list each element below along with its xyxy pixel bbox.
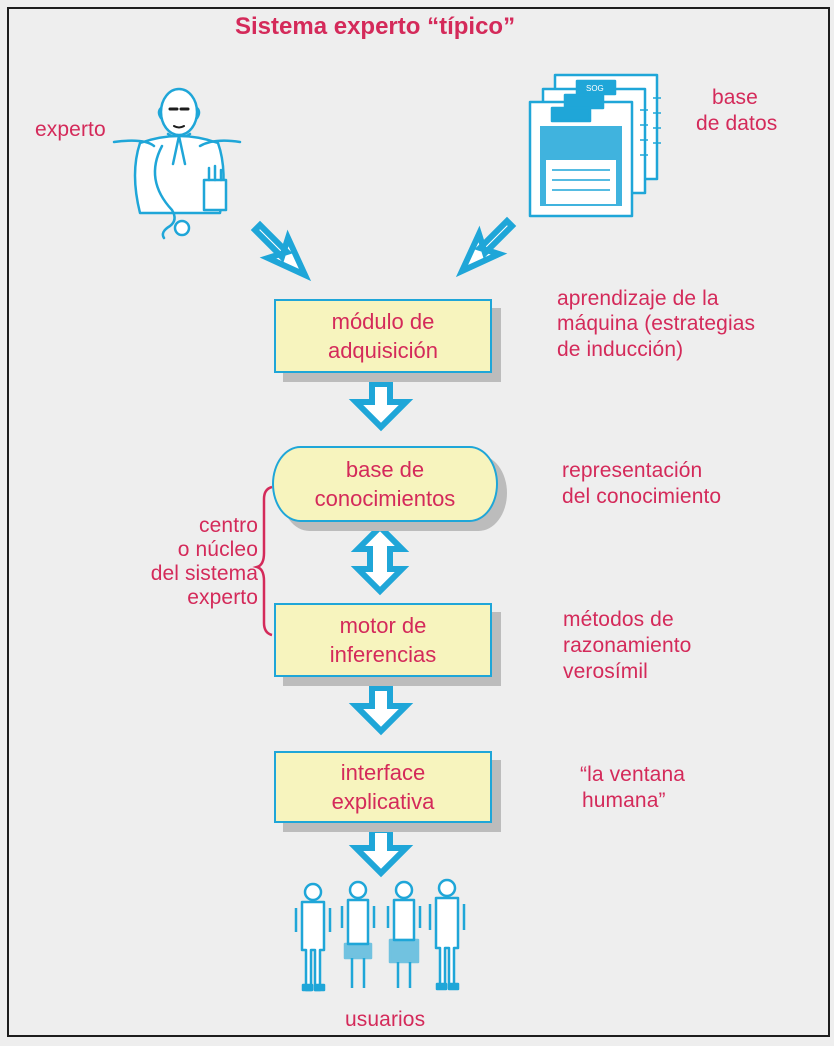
box-line: motor de [339,613,427,638]
user-figure-1-icon [294,882,332,992]
inference-engine-box: motor de inferencias [274,603,492,677]
down-arrow-icon-3 [348,827,414,878]
inference-annotation-line-3: verosímil [563,660,648,683]
user-figure-2-icon [340,880,376,988]
user-figure-4-icon [428,878,466,991]
arrows-flow [348,381,414,878]
arrows-in [250,216,517,282]
database-arrow-icon [455,216,517,278]
interface-annotation-line-2: humana” [582,789,666,812]
core-label-line: o núcleo [177,538,258,561]
box-line: explicativa [331,789,435,814]
updown-arrow-icon [350,522,410,596]
core-label-line: centro [199,514,258,537]
frame-border [7,7,830,1037]
diagram-title: Sistema experto “típico” [235,13,516,40]
box-line: adquisición [327,338,439,363]
disk-label: SOG [586,84,604,93]
expert-arrow-icon [250,220,312,282]
kb-annotation-line-1: representación [562,459,703,482]
acquisition-annotation-line-2: máquina (estrategias [557,312,756,335]
box-line: inferencias [329,642,437,667]
kb-annotation-line-2: del conocimiento [562,485,722,508]
database-label-line-1: base [712,86,758,109]
core-bracket [252,485,273,637]
down-arrow-icon-2 [348,685,414,736]
users-illustration [294,878,466,992]
core-label-line: experto [187,586,258,609]
acquisition-module-box: módulo de adquisición [274,299,492,373]
explanatory-interface-box: interface explicativa [274,751,492,823]
acquisition-annotation-line-1: aprendizaje de la [557,287,719,310]
interface-annotation-line-1: “la ventana [580,763,686,786]
expert-illustration [112,87,242,240]
box-line: módulo de [331,309,435,334]
down-arrow-icon-1 [348,381,414,432]
knowledge-base-box: base de conocimientos [272,446,498,522]
inference-annotation-line-1: métodos de [563,608,674,631]
acquisition-annotation-line-3: de inducción) [557,338,684,361]
inference-annotation-line-2: razonamiento [563,634,692,657]
box-line: interface [340,760,426,785]
core-label-line: del sistema [150,562,258,585]
box-line: conocimientos [314,486,456,511]
database-label-line-2: de datos [696,112,778,135]
box-line: base de [345,457,425,482]
expert-label: experto [35,118,106,141]
database-illustration [528,73,661,218]
user-figure-3-icon [386,880,422,988]
users-label: usuarios [345,1008,426,1031]
core-label: centro o núcleo del sistema experto [118,514,258,610]
